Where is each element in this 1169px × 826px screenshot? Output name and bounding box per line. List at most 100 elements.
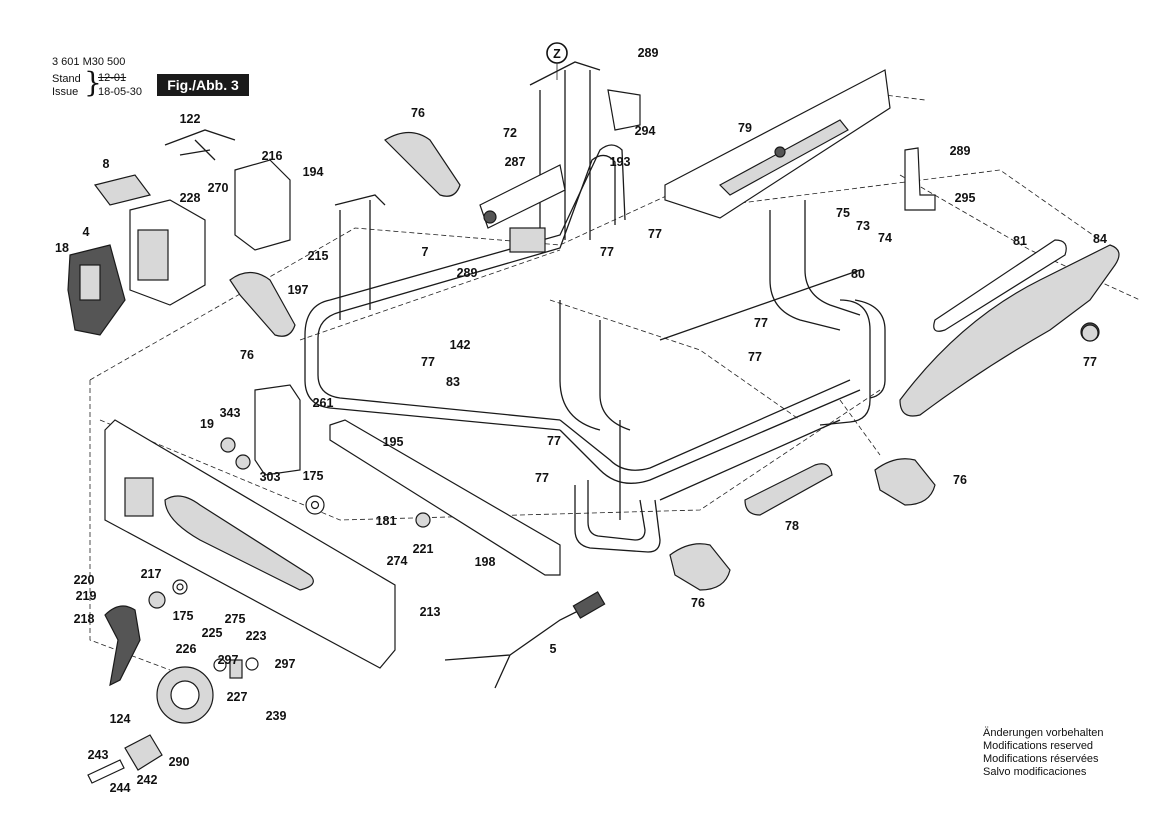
callout-124: 124 (110, 712, 131, 726)
callout-223: 223 (246, 629, 267, 643)
callout-227: 227 (227, 690, 248, 704)
part-239-knob (156, 666, 214, 724)
part-81-plate (933, 239, 1067, 332)
callout-290: 290 (169, 755, 190, 769)
callout-175: 175 (303, 469, 324, 483)
detail-marker-label: Z (553, 47, 561, 61)
callout-215: 215 (308, 249, 329, 263)
callout-78: 78 (785, 519, 799, 533)
stand-date: 12-01 (98, 72, 127, 84)
callout-77: 77 (535, 471, 549, 485)
part-243-bolt (87, 759, 125, 784)
callout-239: 239 (266, 709, 287, 723)
callout-80: 80 (851, 267, 865, 281)
callout-84: 84 (1093, 232, 1107, 246)
callout-193: 193 (610, 155, 631, 169)
callout-295: 295 (955, 191, 976, 205)
callout-242: 242 (137, 773, 158, 787)
callout-197: 197 (288, 283, 309, 297)
callout-289: 289 (950, 144, 971, 158)
callout-213: 213 (420, 605, 441, 619)
callout-228: 228 (180, 191, 201, 205)
issue-label: Issue (52, 86, 79, 98)
part-228-switch-box (129, 199, 206, 306)
callout-289: 289 (638, 46, 659, 60)
callout-76: 76 (953, 473, 967, 487)
figure-label: Fig./Abb. 3 (157, 74, 249, 96)
part-287-bracket (479, 164, 566, 253)
callout-220: 220 (74, 573, 95, 587)
callout-219: 219 (76, 589, 97, 603)
part-175-washer-upper (305, 495, 325, 515)
part-218-lever (104, 605, 141, 687)
callout-226: 226 (176, 642, 197, 656)
part-79-rail (664, 69, 891, 219)
callout-74: 74 (878, 231, 892, 245)
part-198-bar (329, 419, 561, 576)
callout-18: 18 (55, 241, 69, 255)
callout-77: 77 (600, 245, 614, 259)
callout-76: 76 (411, 106, 425, 120)
callout-77: 77 (754, 316, 768, 330)
part-227-spring (229, 659, 243, 679)
callout-294: 294 (635, 124, 656, 138)
part-213-front-panel (104, 419, 396, 669)
callout-343: 343 (220, 406, 241, 420)
callout-72: 72 (503, 126, 517, 140)
part-297-washers (213, 657, 259, 672)
part-4-switch (67, 244, 126, 336)
callout-274: 274 (387, 554, 408, 568)
callout-297: 297 (275, 657, 296, 671)
callout-77: 77 (1083, 355, 1097, 369)
callout-19: 19 (200, 417, 214, 431)
part-217-nut (148, 591, 166, 609)
callout-198: 198 (475, 555, 496, 569)
brace-symbol: } (84, 66, 102, 99)
callout-243: 243 (88, 748, 109, 762)
callout-8: 8 (103, 157, 110, 171)
part-343-knob-small (220, 437, 236, 453)
part-261-bracket (254, 384, 301, 476)
callout-287: 287 (505, 155, 526, 169)
part-175-washer-lower (172, 579, 188, 595)
callout-81: 81 (1013, 234, 1027, 248)
callout-244: 244 (110, 781, 131, 795)
callout-195: 195 (383, 435, 404, 449)
part-221-cap (415, 512, 431, 528)
part-5-power-cord (444, 591, 606, 689)
part-303-knob-small (235, 454, 251, 470)
callout-303: 303 (260, 470, 281, 484)
part-76-foot-left (229, 271, 296, 337)
callout-77: 77 (748, 350, 762, 364)
callout-221: 221 (413, 542, 434, 556)
callout-122: 122 (180, 112, 201, 126)
part-295-bracket (904, 147, 936, 211)
callout-261: 261 (313, 396, 334, 410)
callout-194: 194 (303, 165, 324, 179)
callout-297: 297 (218, 653, 239, 667)
part-83-knob (1081, 324, 1099, 342)
callout-181: 181 (376, 514, 397, 528)
part-76-foot-right (874, 458, 936, 506)
callout-73: 73 (856, 219, 870, 233)
callout-217: 217 (141, 567, 162, 581)
main-frame (304, 61, 886, 553)
callout-218: 218 (74, 612, 95, 626)
issue-date: 18-05-30 (98, 86, 143, 98)
callout-175: 175 (173, 609, 194, 623)
callout-76: 76 (691, 596, 705, 610)
callout-275: 275 (225, 612, 246, 626)
callout-79: 79 (738, 121, 752, 135)
part-76-foot-top (384, 131, 461, 197)
callout-76: 76 (240, 348, 254, 362)
document-number: 3 601 M30 500 (52, 56, 126, 68)
part-78-grip (744, 463, 833, 516)
part-76-foot-bottom (669, 543, 731, 591)
part-122-cable-clip (164, 129, 236, 161)
callout-4: 4 (83, 225, 90, 239)
callout-75: 75 (836, 206, 850, 220)
callout-225: 225 (202, 626, 223, 640)
callout-5: 5 (550, 642, 557, 656)
part-8-label (93, 174, 152, 206)
